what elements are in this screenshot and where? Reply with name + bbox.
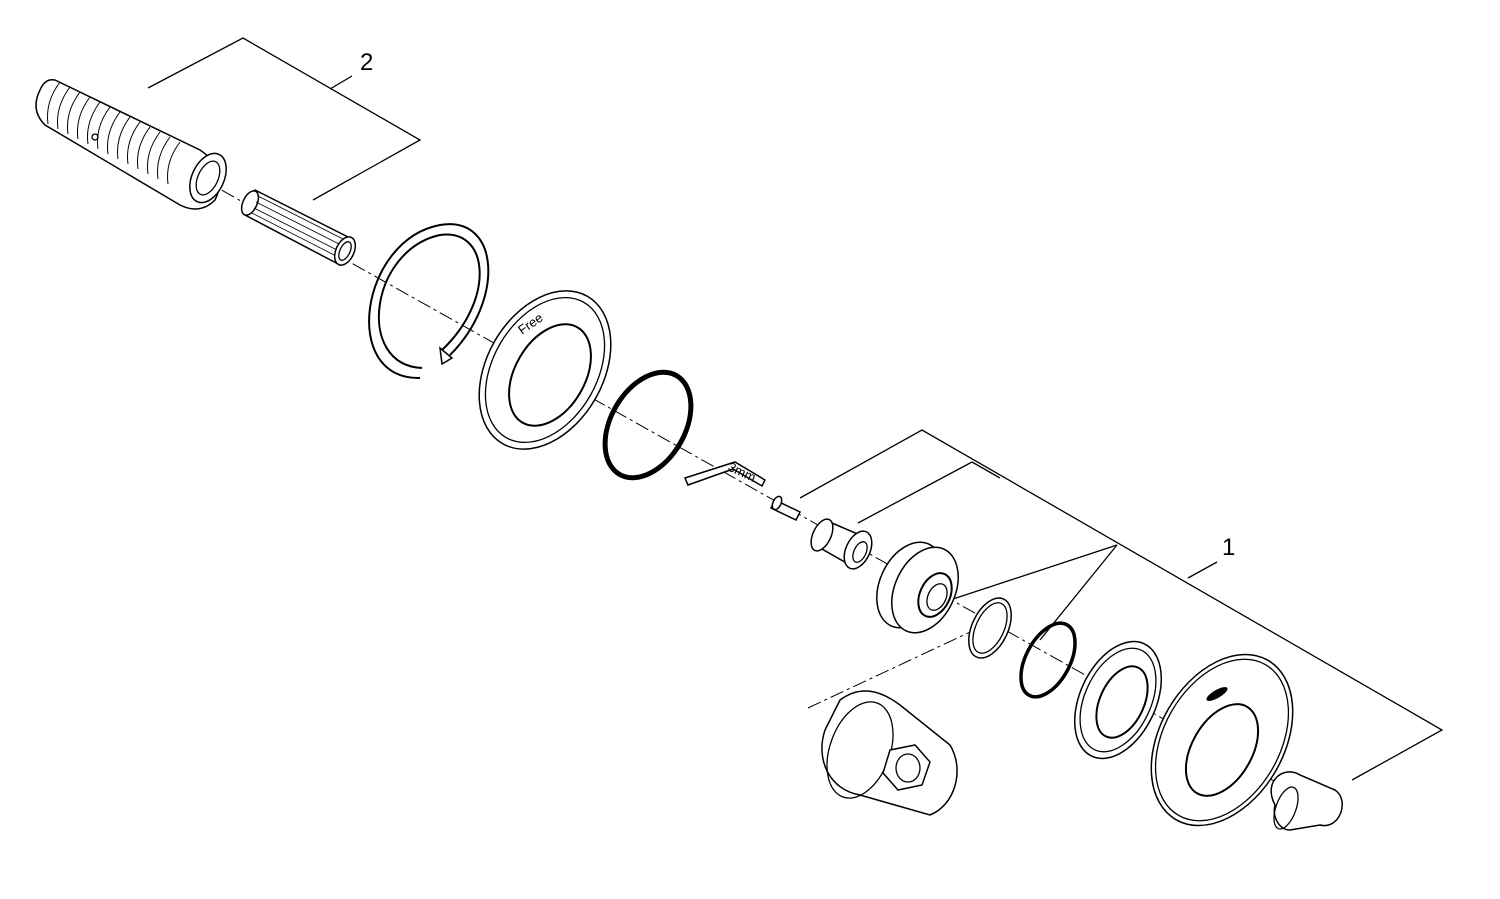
hex-key: 3mm [683,459,766,488]
threaded-sleeve [35,78,227,210]
splined-extension [240,188,357,267]
diverter-housing [821,690,958,816]
trim-cover-plate [1150,653,1294,827]
lever-handle [1270,771,1343,831]
callout-2-bracket [147,37,422,201]
center-axis-line [199,177,1291,791]
spindle-adapter [810,518,873,570]
callout-1-label: 1 [1222,534,1235,561]
retaining-clip [368,223,490,380]
adapter-plate: Free [478,290,612,450]
thin-washer [968,597,1012,659]
callout-2-label: 2 [360,49,373,76]
hex-key-size-label: 3mm [726,459,759,485]
o-ring-large [602,369,694,481]
stop-ring-body [876,541,959,634]
screw [769,495,802,521]
escutcheon-ring [1073,640,1163,760]
o-ring-small [1019,621,1077,699]
